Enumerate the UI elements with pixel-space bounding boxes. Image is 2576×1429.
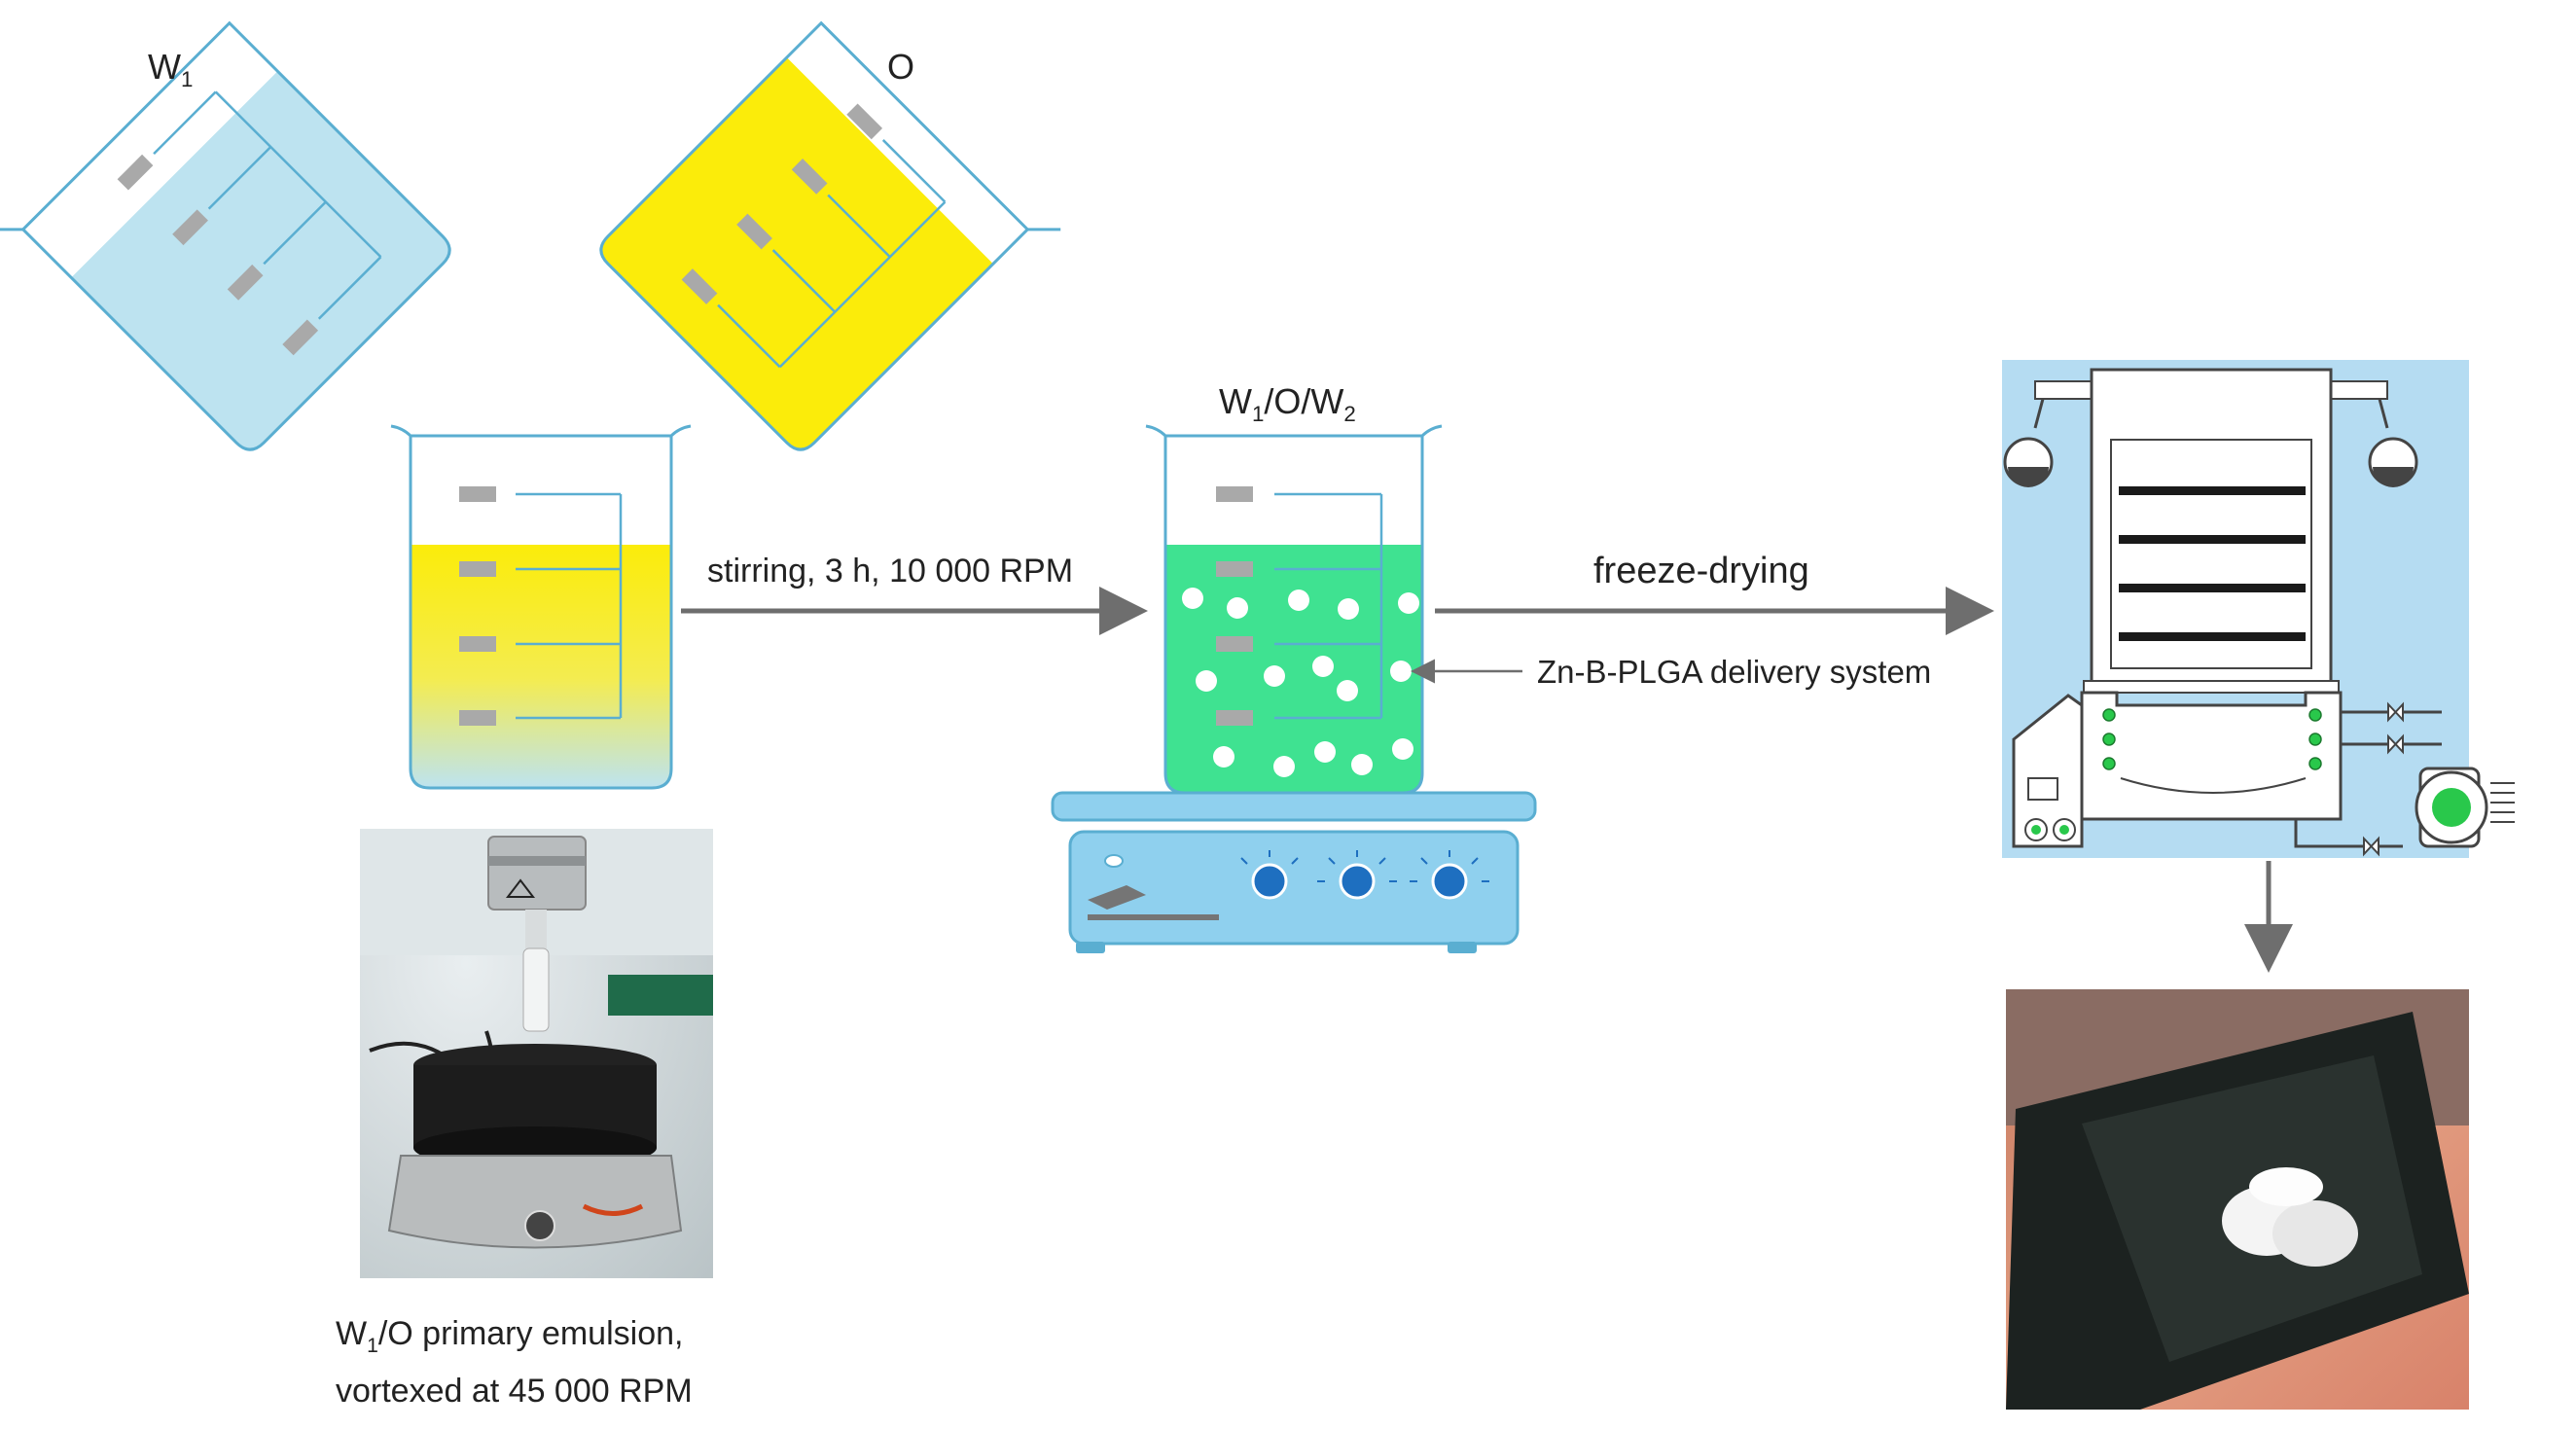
product-photo xyxy=(2006,989,2469,1410)
beaker-w1 xyxy=(0,20,451,451)
flask-right xyxy=(2328,380,2418,487)
particles xyxy=(1182,588,1419,777)
valves xyxy=(2363,701,2404,857)
label-emulsion-line2: vortexed at 45 000 RPM xyxy=(336,1372,693,1410)
label-w1ow2: W1/O/W2 xyxy=(1219,381,1356,427)
magnetic-stirrer xyxy=(1051,791,1537,953)
beaker-w1ow2 xyxy=(1145,424,1443,795)
beaker-w1o xyxy=(390,424,692,790)
label-w1: W1 xyxy=(148,47,194,92)
stirrer-knobs xyxy=(1240,850,1489,900)
flask-left xyxy=(2003,380,2094,487)
label-stirring: stirring, 3 h, 10 000 RPM xyxy=(707,553,1074,589)
label-emulsion: W1/O primary emulsion, vortexed at 45 00… xyxy=(336,1311,693,1413)
indicator-lights xyxy=(2102,708,2322,770)
label-delivery-system: Zn-B-PLGA delivery system xyxy=(1537,654,1932,690)
label-emulsion-line1: W1/O primary emulsion, xyxy=(336,1315,684,1357)
freeze-dryer xyxy=(2002,360,2515,858)
label-freeze-drying: freeze-drying xyxy=(1593,551,1809,591)
process-arrows xyxy=(681,587,2293,973)
shelves xyxy=(2119,486,2306,641)
beaker-o xyxy=(599,20,1061,451)
vacuum-pump xyxy=(2415,767,2515,848)
vortex-mixer-photo xyxy=(360,829,713,1278)
label-o: O xyxy=(887,47,915,87)
